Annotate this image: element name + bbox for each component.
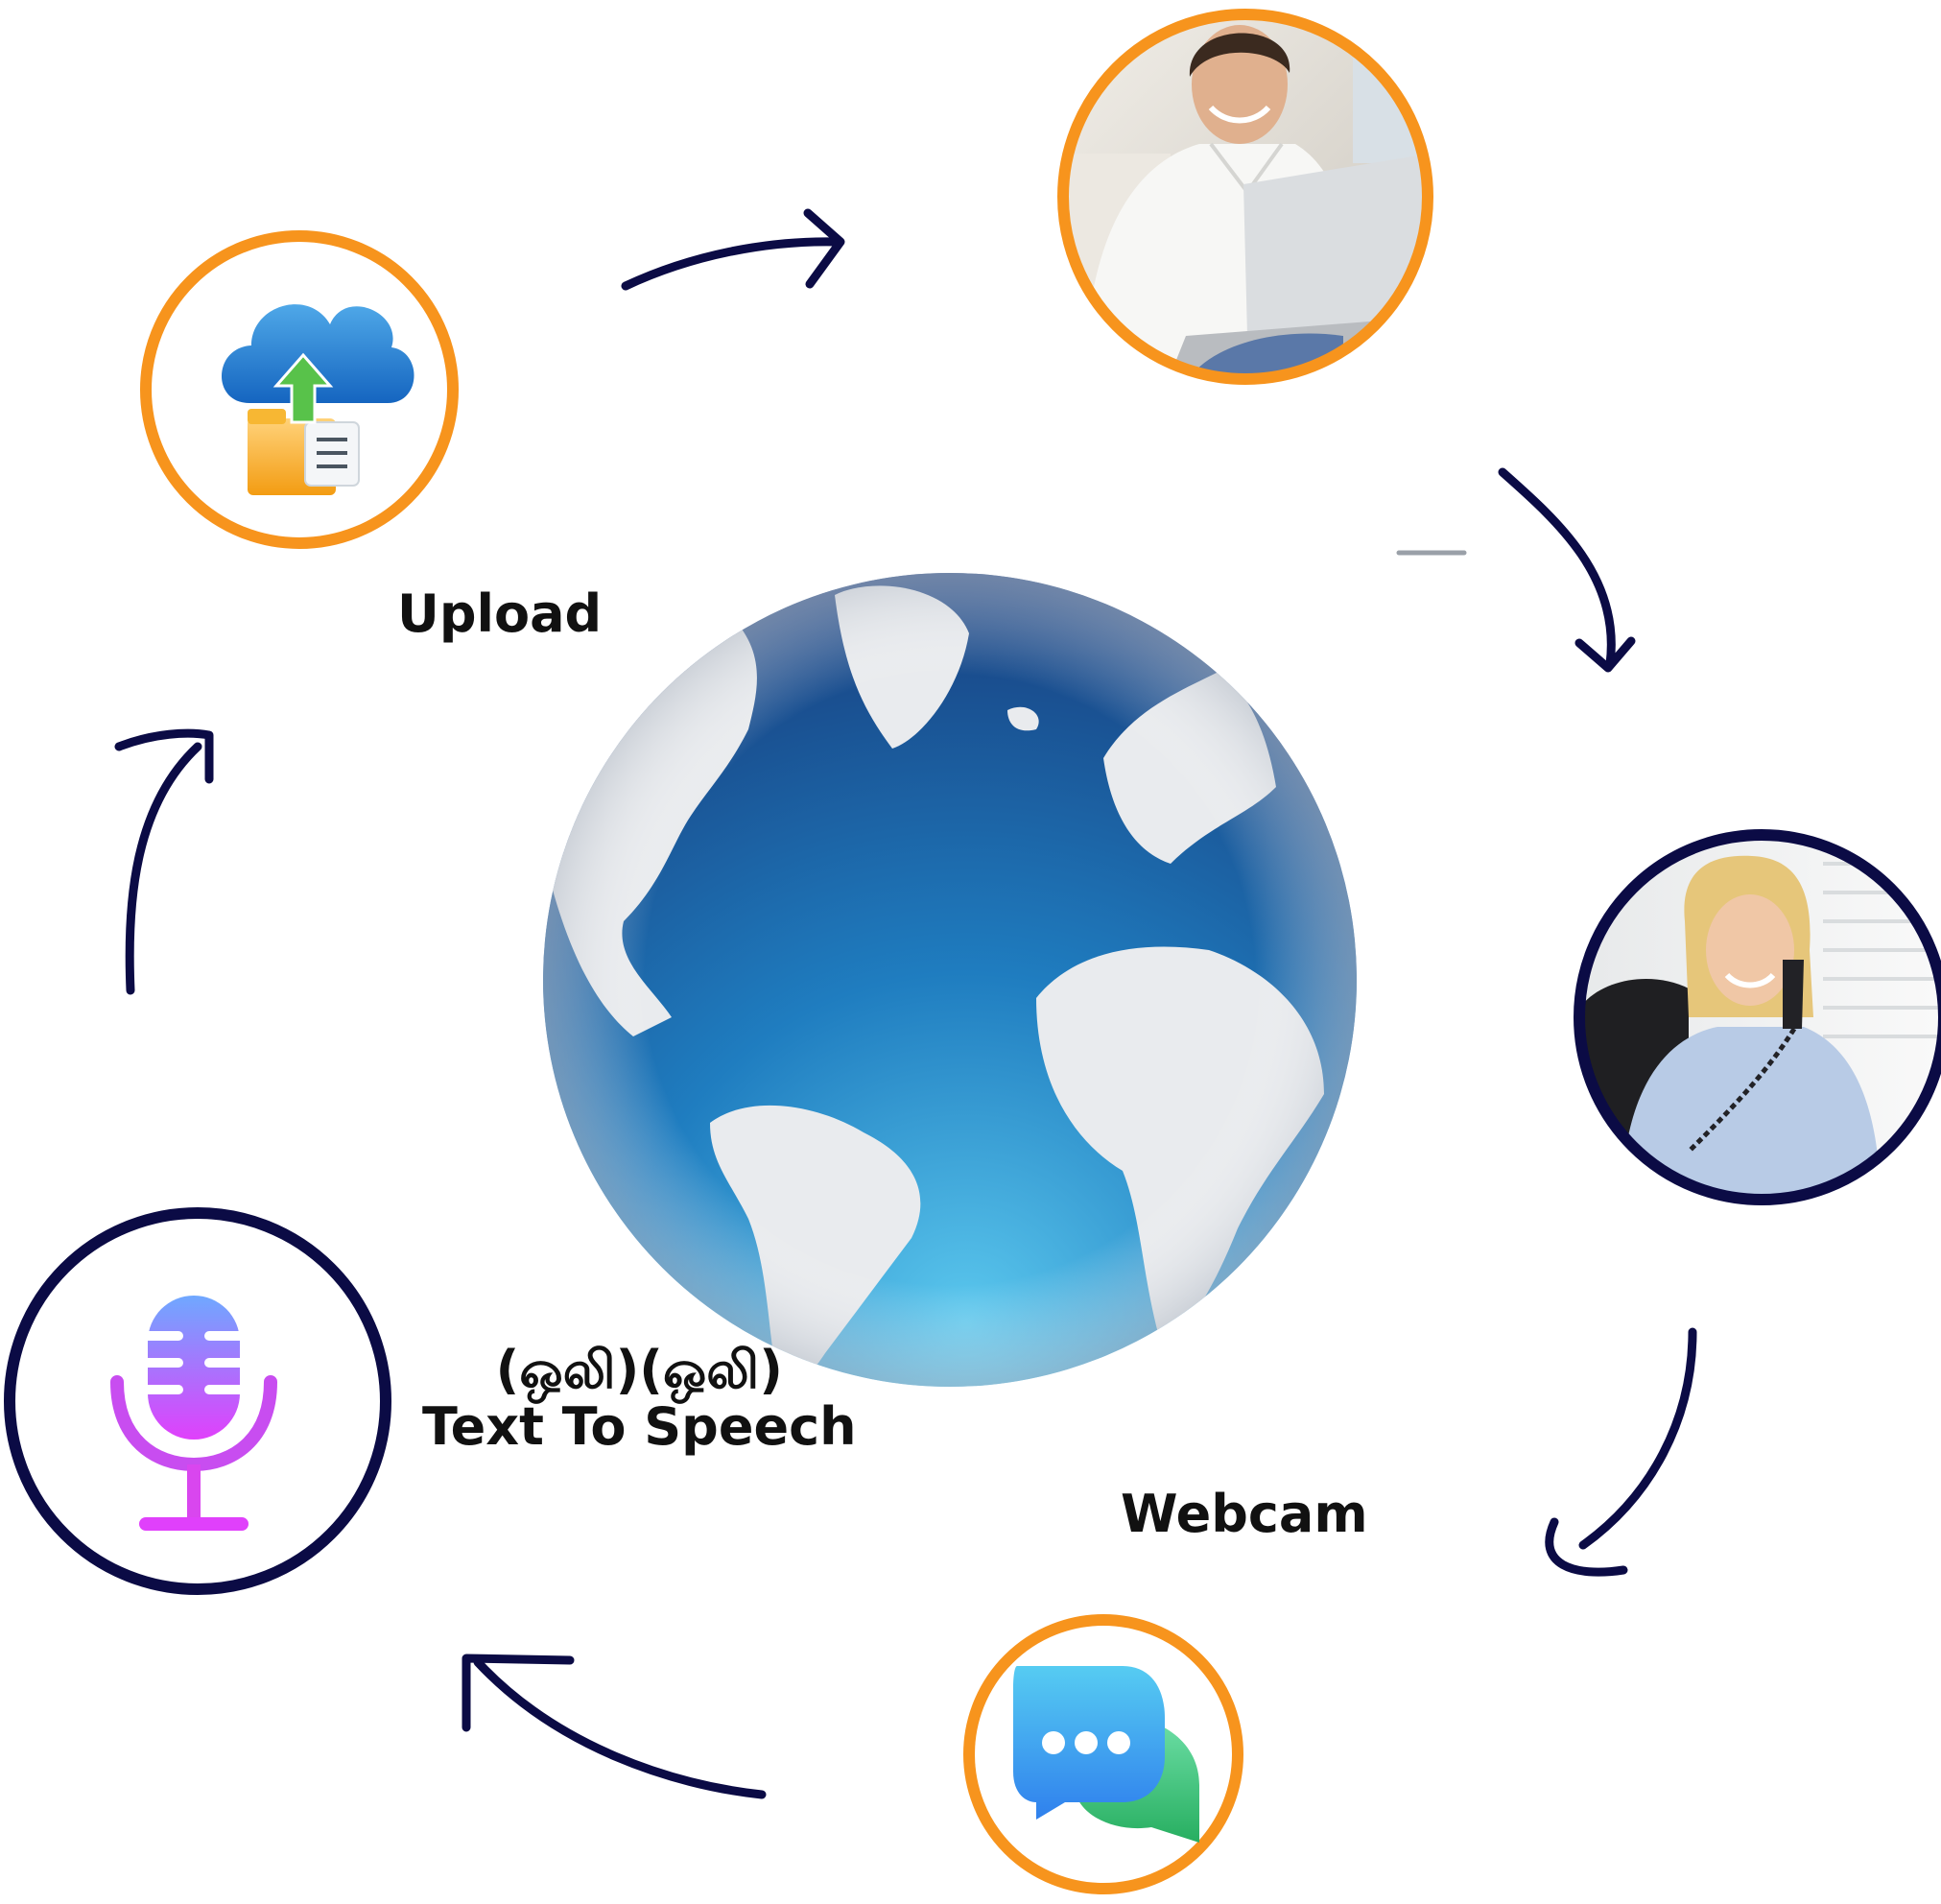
- arrow-upload-to-laptop: [621, 208, 845, 291]
- laptop-user-node: [1057, 9, 1433, 385]
- text-to-speech-label-line1: (ஒலி)(ஒலி): [495, 1340, 783, 1400]
- phone-user-ring: [1574, 829, 1941, 1205]
- laptop-user-ring: [1057, 9, 1433, 385]
- arrow-microphone-to-upload: [114, 728, 214, 995]
- microphone-icon: [110, 1296, 277, 1531]
- text-to-speech-label: (ஒலி)(ஒலி) Text To Speech: [422, 1342, 857, 1456]
- cloud-upload-icon: [221, 304, 414, 495]
- upload-node: [140, 230, 459, 549]
- chat-bubbles-icon: [1013, 1666, 1199, 1843]
- globe-icon: [543, 573, 1357, 1387]
- upload-label: Upload: [397, 583, 603, 644]
- arrow-phone-to-chat: [1545, 1327, 1697, 1577]
- chat-node: [963, 1614, 1243, 1894]
- microphone-node: [4, 1207, 391, 1595]
- arrows: [114, 208, 1697, 1799]
- arrow-chat-to-microphone: [462, 1654, 767, 1799]
- text-to-speech-label-line2: Text To Speech: [422, 1396, 857, 1458]
- phone-user-node: [1574, 829, 1941, 1205]
- webcam-label: Webcam: [1121, 1484, 1368, 1544]
- arrow-laptop-to-phone: [1498, 467, 1636, 673]
- woman-on-phone-photo: [1579, 835, 1941, 1200]
